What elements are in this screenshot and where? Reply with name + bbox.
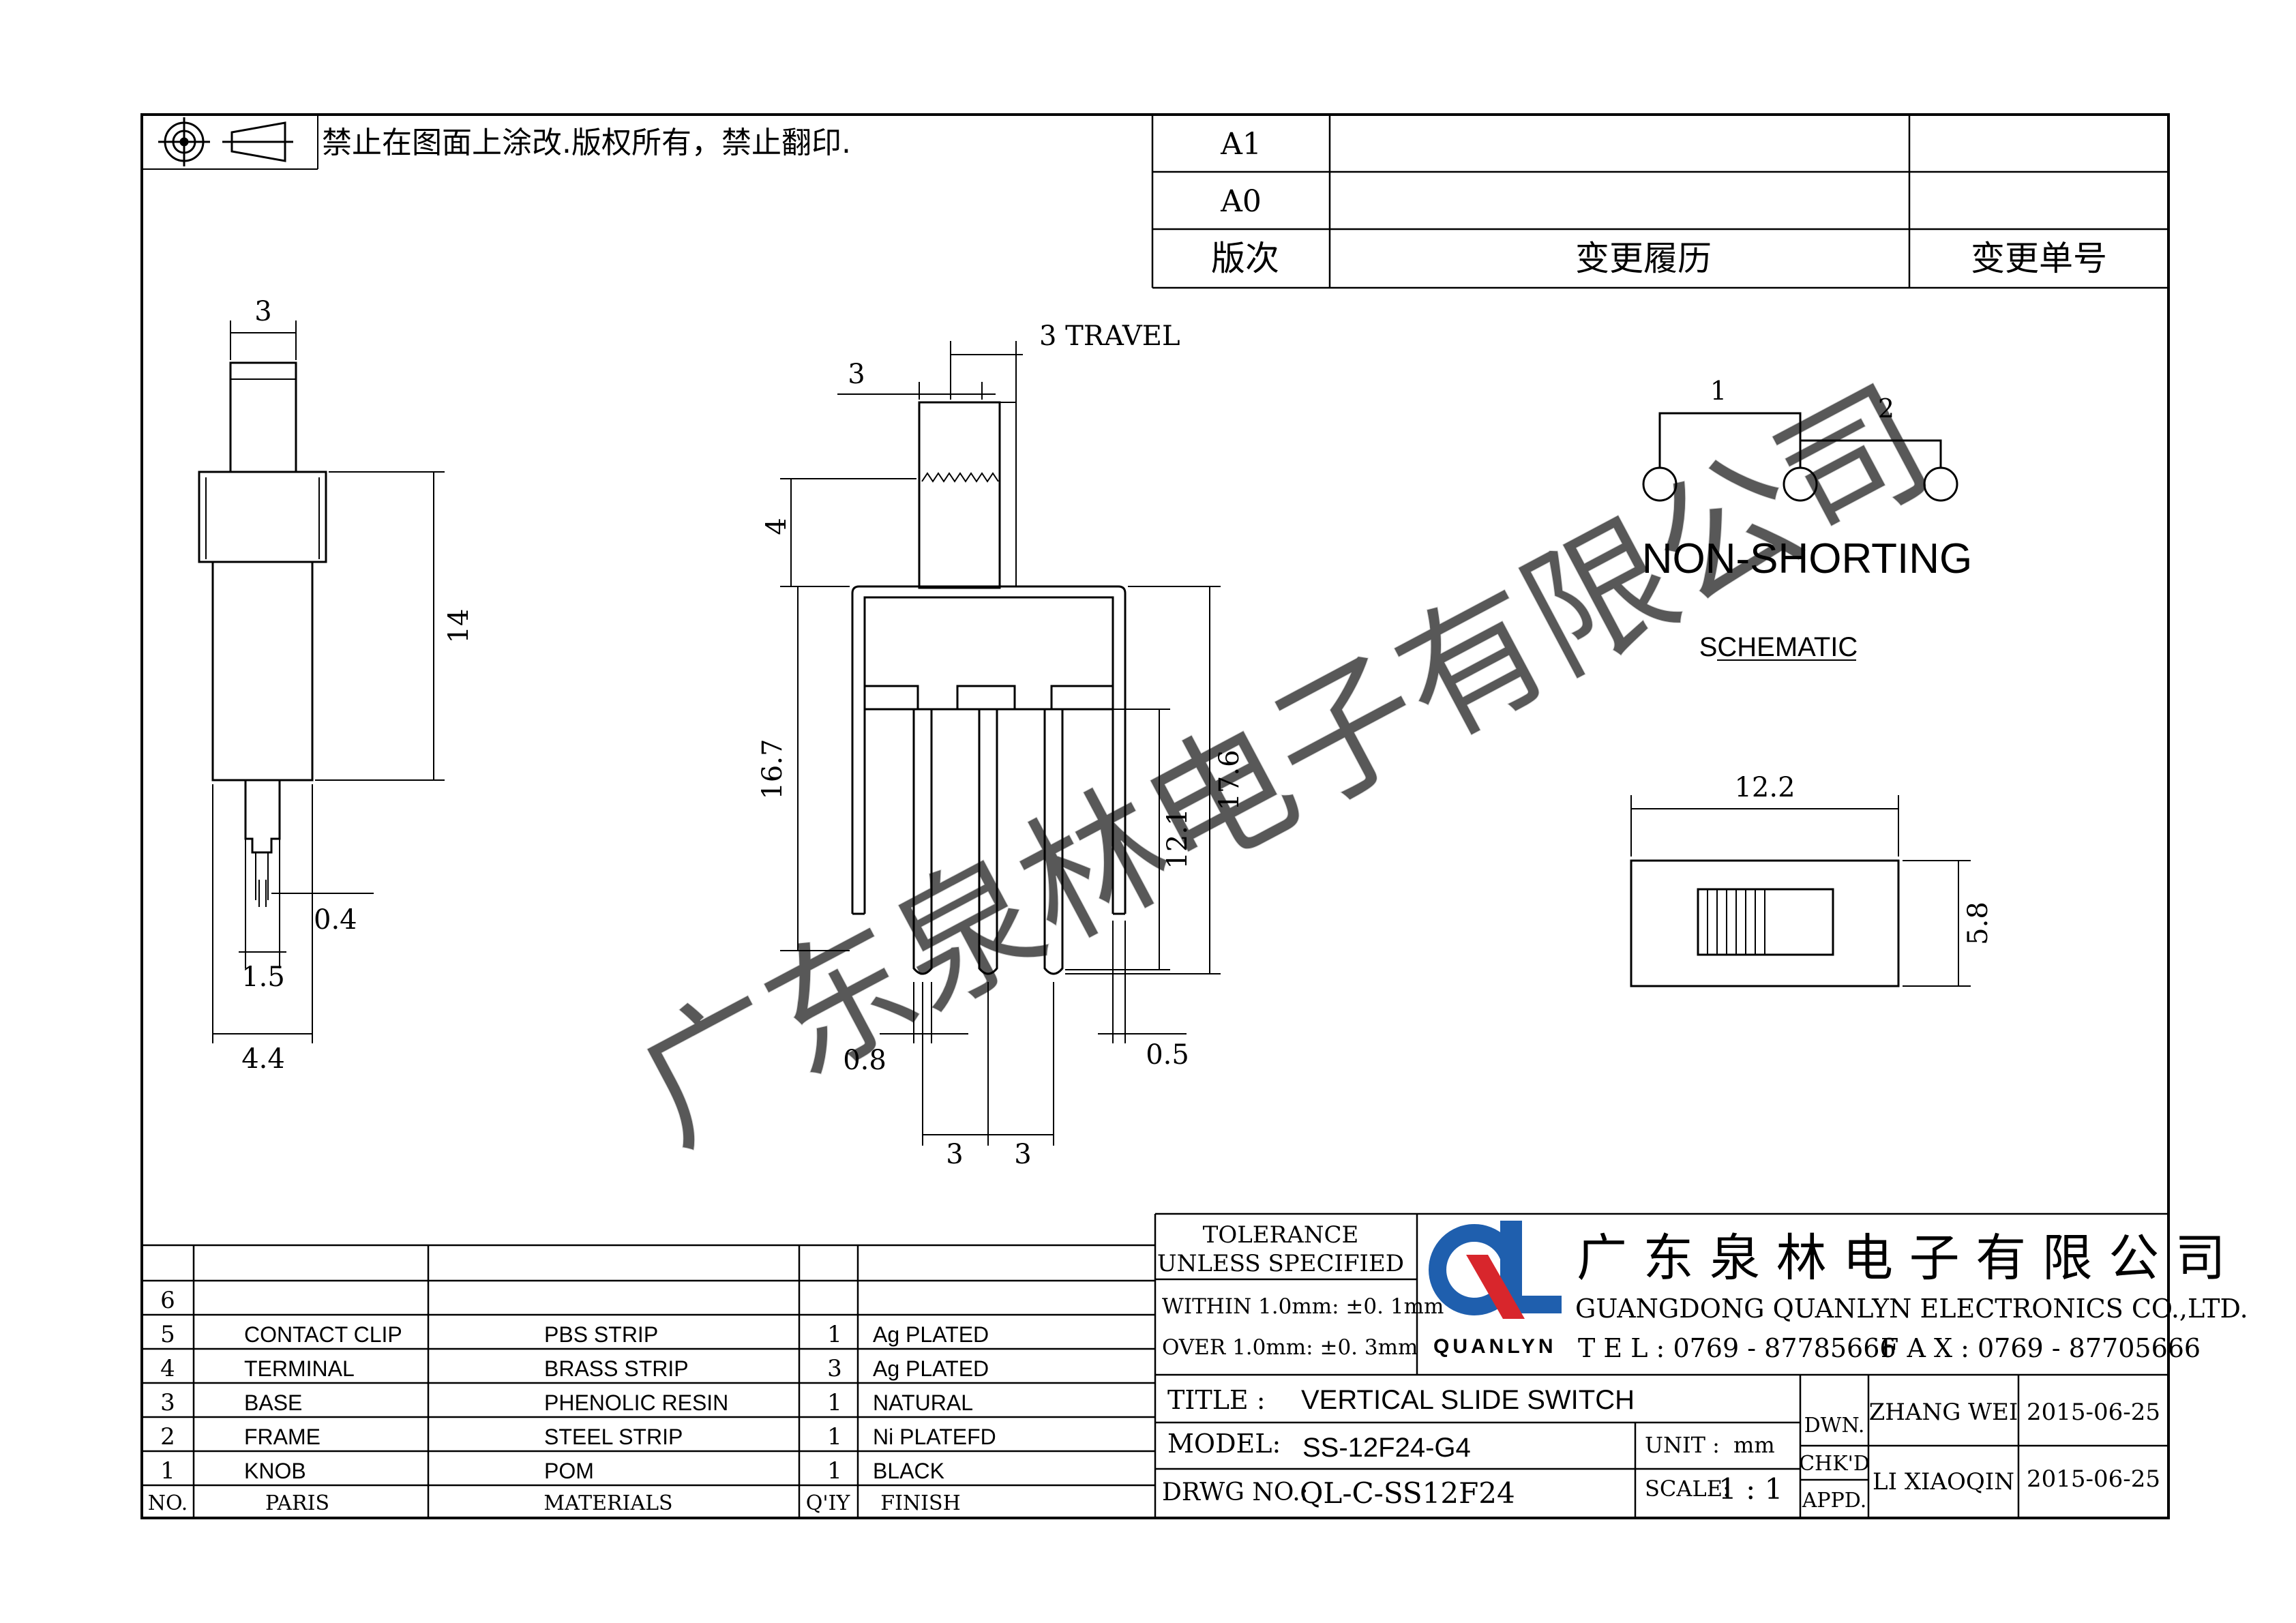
parts-row-4-no: 4 — [160, 1355, 175, 1382]
tolerance-over: OVER 1.0mm: ±0. 3mm — [1162, 1335, 1418, 1360]
schematic-diagram — [1642, 412, 1958, 502]
side-view — [198, 321, 445, 1043]
parts-row-1-part: KNOB — [244, 1459, 306, 1483]
parts-row-3-no: 3 — [160, 1389, 175, 1416]
front-view — [780, 341, 1221, 1146]
unit-value: mm — [1733, 1432, 1775, 1458]
company-name-en: GUANGDONG QUANLYN ELECTRONICS CO.,LTD. — [1575, 1294, 2248, 1324]
parts-header-no: NO. — [148, 1491, 188, 1515]
front-pitch-left-dim: 3 — [946, 1139, 963, 1170]
parts-table-rows: 6 5 CONTACT CLIP PBS STRIP 1 Ag PLATED 4… — [148, 1287, 996, 1515]
approved-label: APPD. — [1802, 1489, 1867, 1513]
parts-row-4-qty: 3 — [827, 1355, 842, 1382]
model-label: MODEL: — [1167, 1429, 1281, 1459]
parts-row-3-finish: NATURAL — [873, 1390, 973, 1415]
parts-header-finish: FINISH — [880, 1491, 960, 1515]
revision-table — [1151, 115, 2168, 289]
change-history-label: 变更履历 — [1575, 239, 1712, 278]
scale-label: SCALE: — [1645, 1476, 1730, 1502]
header: 禁止在图面上涂改.版权所有，禁止翻印. A1 A0 版次 变更履历 变更单号 — [142, 115, 2168, 289]
schematic-pin-1: 1 — [1710, 376, 1727, 406]
parts-row-1-no: 1 — [160, 1457, 175, 1485]
side-pin-width-dim: 1.5 — [241, 962, 285, 993]
side-pin-thickness-dim: 0.4 — [314, 904, 357, 936]
logo-text: QUANLYN — [1433, 1335, 1557, 1358]
front-frame-height-dim: 17.6 — [1214, 749, 1245, 810]
drawing-number-value: QL-C-SS12F24 — [1300, 1476, 1515, 1510]
front-knob-height-dim: 4 — [761, 518, 792, 535]
scale-value: 1 : 1 — [1718, 1472, 1783, 1506]
front-pin-length-dim: 12.1 — [1162, 808, 1193, 869]
unit-label: UNIT : — [1645, 1432, 1720, 1458]
front-total-height-dim: 16.7 — [757, 739, 788, 799]
drawn-date: 2015-06-25 — [2027, 1399, 2160, 1426]
company-fax: F A X : 0769 - 87705666 — [1881, 1333, 2201, 1363]
top-view — [1630, 795, 1971, 987]
side-top-width-dim: 3 — [254, 296, 271, 327]
tolerance-within: WITHIN 1.0mm: ±0. 1mm — [1162, 1294, 1444, 1319]
drawn-by: ZHANG WEI — [1869, 1399, 2018, 1426]
front-pitch-right-dim: 3 — [1014, 1139, 1031, 1170]
parts-row-4-material: BRASS STRIP — [544, 1356, 689, 1381]
parts-row-5-qty: 1 — [827, 1321, 842, 1348]
revision-a1: A1 — [1220, 127, 1262, 162]
parts-row-3-material: PHENOLIC RESIN — [544, 1390, 728, 1415]
tolerance-label: TOLERANCE — [1203, 1221, 1359, 1249]
revision-label: 版次 — [1211, 239, 1279, 278]
parts-table — [142, 1214, 1157, 1518]
company-tel: T E L : 0769 - 87785666 — [1578, 1333, 1896, 1363]
approved-date: 2015-06-25 — [2027, 1465, 2160, 1493]
front-knob-width-dim: 3 — [848, 359, 865, 390]
drawing-number-label: DRWG NO.: — [1162, 1478, 1309, 1506]
non-shorting-label: NON-SHORTING — [1642, 535, 1973, 582]
company-logo-icon — [1429, 1221, 1562, 1319]
unless-specified-label: UNLESS SPECIFIED — [1157, 1250, 1404, 1277]
parts-row-5-material: PBS STRIP — [544, 1322, 658, 1347]
schematic-label: SCHEMATIC — [1699, 632, 1858, 662]
parts-row-3-part: BASE — [244, 1390, 302, 1415]
parts-row-1-material: POM — [544, 1459, 594, 1483]
parts-row-2-finish: Ni PLATEFD — [873, 1425, 996, 1449]
top-width-dim: 12.2 — [1734, 772, 1795, 803]
parts-row-3-qty: 1 — [827, 1389, 842, 1416]
parts-row-5-finish: Ag PLATED — [873, 1322, 989, 1347]
title-value: VERTICAL SLIDE SWITCH — [1301, 1385, 1635, 1415]
projection-symbol-icon — [158, 117, 293, 166]
parts-row-4-part: TERMINAL — [244, 1356, 355, 1381]
side-height-dim: 14 — [443, 609, 475, 644]
parts-row-6-no: 6 — [160, 1287, 175, 1314]
revision-a0: A0 — [1220, 184, 1262, 219]
drawn-label: DWN. — [1804, 1414, 1865, 1438]
change-number-label: 变更单号 — [1971, 239, 2107, 278]
copyright-notice: 禁止在图面上涂改.版权所有，禁止翻印. — [322, 125, 851, 160]
parts-row-1-finish: BLACK — [873, 1459, 944, 1483]
company-name-cn: 广 东 泉 林 电 子 有 限 公 司 — [1577, 1229, 2226, 1287]
parts-header-material: MATERIALS — [543, 1491, 672, 1515]
parts-row-2-no: 2 — [160, 1423, 175, 1450]
parts-row-2-material: STEEL STRIP — [544, 1425, 683, 1449]
approved-by: LI XIAOQIN — [1873, 1468, 2014, 1495]
parts-row-2-part: FRAME — [244, 1425, 320, 1449]
parts-header-qty: Q'IY — [806, 1491, 851, 1515]
parts-header-part: PARIS — [265, 1491, 329, 1515]
schematic-pin-2: 2 — [1878, 393, 1894, 423]
top-height-dim: 5.8 — [1963, 902, 1994, 945]
parts-row-5-no: 5 — [160, 1321, 175, 1348]
model-value: SS-12F24-G4 — [1302, 1433, 1471, 1463]
title-label: TITLE : — [1167, 1385, 1266, 1415]
travel-dim: 3 TRAVEL — [1039, 321, 1180, 352]
front-frame-thickness-dim: 0.5 — [1146, 1039, 1189, 1071]
title-block — [1155, 1212, 2168, 1518]
front-pin-width-dim: 0.8 — [843, 1045, 886, 1076]
parts-row-4-finish: Ag PLATED — [873, 1356, 989, 1381]
side-body-width-dim: 4.4 — [241, 1043, 285, 1075]
parts-row-1-qty: 1 — [827, 1457, 842, 1485]
parts-row-2-qty: 1 — [827, 1423, 842, 1450]
parts-row-5-part: CONTACT CLIP — [244, 1322, 402, 1347]
checked-label: CHK'D — [1799, 1452, 1870, 1476]
